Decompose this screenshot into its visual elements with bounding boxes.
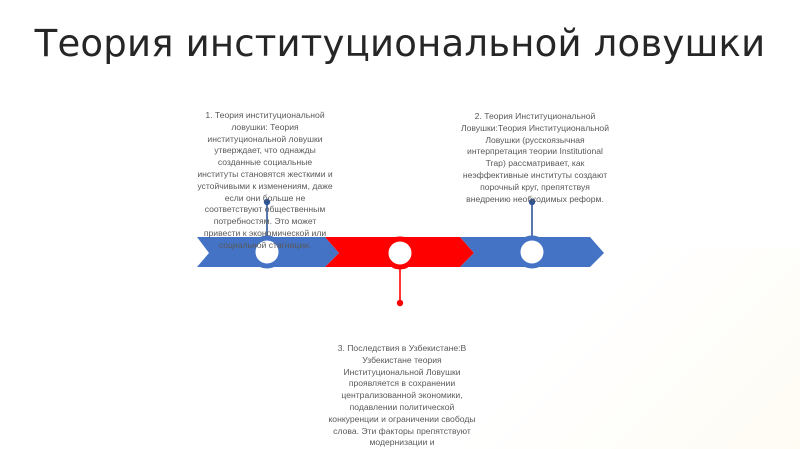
connector-dot-3 — [396, 299, 404, 307]
timeline-text-3: 3. Последствия в Узбекистане:В Узбекиста… — [328, 343, 476, 448]
timeline-text-1: 1. Теория институциональной ловушки: Тео… — [197, 110, 333, 250]
milestone-ring-2 — [383, 236, 417, 270]
slide-title: Теория институциональной ловушки — [34, 22, 766, 65]
slide-background-accent — [420, 249, 800, 449]
timeline-text-2: 2. Теория Институциональной Ловушки:Теор… — [461, 111, 610, 204]
